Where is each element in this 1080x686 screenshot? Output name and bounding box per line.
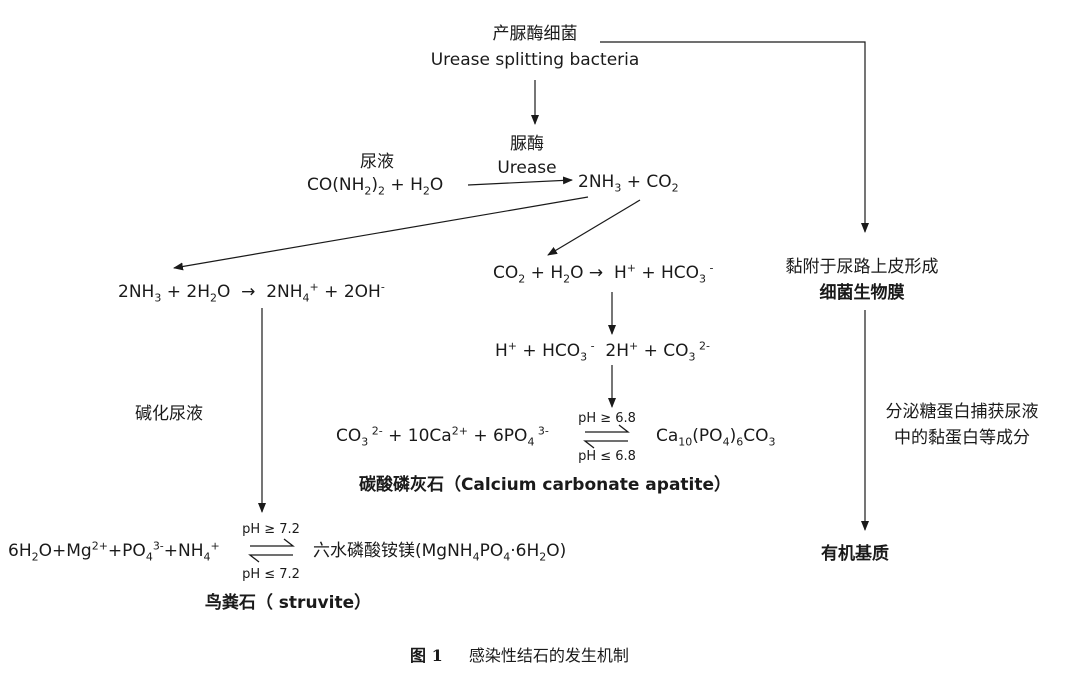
urea-hydrolysis-reactants: CO(NH2)2 + H2O: [307, 175, 444, 198]
struvite-name: 鸟粪石（ struvite）: [204, 593, 372, 613]
struvite-product: 六水磷酸铵镁(MgNH4PO4·6H2O): [313, 541, 567, 564]
arrow-to-carbonic-reaction: [547, 199, 641, 256]
apatite-ph-lower: pH ≤ 6.8: [578, 449, 636, 464]
arrow-to-ammonia-reaction: [173, 196, 589, 271]
apatite-equilibrium-arrows: [583, 424, 630, 449]
ammonia-reaction: 2NH3 + 2H2O → 2NH4+ + 2OH-: [118, 280, 385, 305]
arrow-hydrolysis: [467, 176, 573, 186]
apatite-ph-upper: pH ≥ 6.8: [578, 411, 636, 426]
carbonic-reaction: CO2 + H2O → H+ + HCO3 -: [493, 261, 714, 286]
struvite-reactants: 6H2O+Mg2++PO43-+NH4+: [8, 539, 220, 564]
figure-number: 图 1: [410, 646, 443, 665]
figure-caption: 图 1 感染性结石的发生机制: [410, 648, 629, 664]
apatite-product: Ca10(PO4)6CO3: [656, 426, 776, 449]
arrow-bacteria-to-biofilm: [600, 41, 869, 233]
secretion-line1: 分泌糖蛋白捕获尿液: [885, 402, 1039, 422]
bacteria-cn-label: 产脲酶细菌: [492, 24, 578, 44]
urine-label: 尿液: [360, 152, 394, 172]
organic-matrix-label: 有机基质: [821, 544, 889, 564]
biofilm-line1: 黏附于尿路上皮形成: [785, 257, 939, 277]
struvite-ph-upper: pH ≥ 7.2: [242, 522, 300, 537]
apatite-name: 碳酸磷灰石（Calcium carbonate apatite）: [358, 475, 732, 495]
bicarbonate-reaction: H+ + HCO3 - 2H+ + CO3 2-: [495, 339, 710, 364]
ammonia-co2-products: 2NH3 + CO2: [578, 172, 679, 195]
biofilm-line2: 细菌生物膜: [819, 283, 905, 303]
struvite-equilibrium-arrows: [248, 538, 295, 563]
urease-cn-label: 脲酶: [510, 134, 544, 154]
struvite-ph-lower: pH ≤ 7.2: [242, 567, 300, 582]
secretion-line2: 中的黏蛋白等成分: [894, 428, 1030, 448]
bacteria-en-label: Urease splitting bacteria: [430, 50, 640, 70]
figure-title: 感染性结石的发生机制: [468, 646, 629, 665]
alkaline-urine-label: 碱化尿液: [135, 404, 203, 424]
urease-en-label: Urease: [497, 158, 557, 178]
apatite-reactants: CO3 2- + 10Ca2+ + 6PO4 3-: [336, 424, 549, 449]
